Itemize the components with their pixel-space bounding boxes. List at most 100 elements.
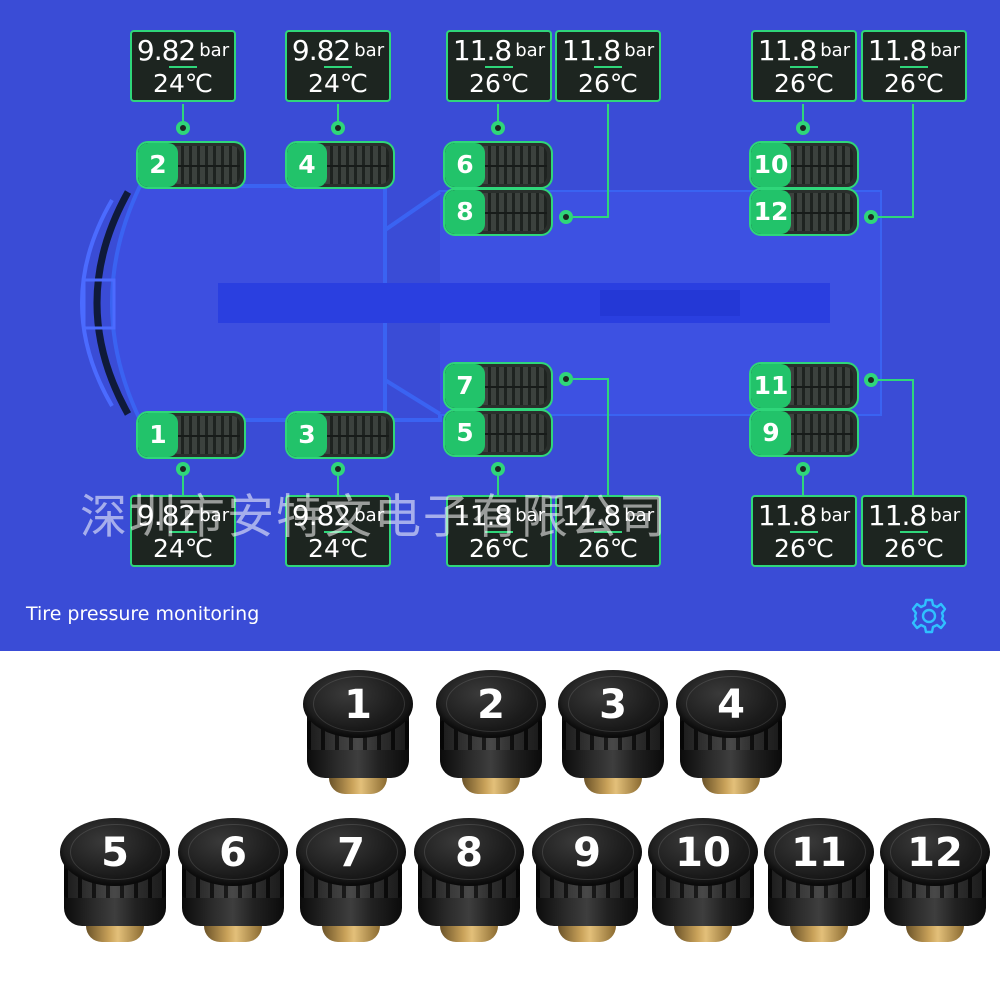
tpms-sensor: 5 [60,818,170,944]
valve-indicator [559,210,573,224]
sensor-number: 7 [337,830,365,876]
tire-3[interactable]: 3 [287,413,393,457]
tire-6[interactable]: 6 [445,143,551,187]
app-title: Tire pressure monitoring [26,603,260,625]
valve-indicator [176,121,190,135]
pressure-value: 11.8 [561,34,621,67]
pressure-unit: bar [354,505,385,526]
pressure-unit: bar [354,40,385,61]
windshield [93,190,132,416]
valve-indicator [559,372,573,386]
temperature-value: 26℃ [884,534,944,563]
tpms-sensor: 10 [648,818,758,944]
pressure-unit: bar [199,40,230,61]
sensor-number: 6 [219,830,247,876]
pressure-value: 11.8 [757,34,817,67]
valve-indicator [176,462,190,476]
tire-number: 1 [138,413,178,457]
sensor-number: 9 [573,830,601,876]
sensor-number: 8 [455,830,483,876]
valve-indicator [491,462,505,476]
tpms-sensor: 9 [532,818,642,944]
tire-8[interactable]: 8 [445,190,551,234]
tire-number: 6 [445,143,485,187]
tire-number: 10 [751,143,791,187]
tire-number: 9 [751,411,791,455]
pressure-value: 11.8 [867,34,927,67]
pressure-unit: bar [624,505,655,526]
valve-indicator [864,210,878,224]
pressure-unit: bar [515,40,546,61]
pressure-value: 11.8 [757,499,817,532]
tire-7[interactable]: 7 [445,364,551,408]
pressure-value: 11.8 [867,499,927,532]
pressure-unit: bar [624,40,655,61]
pressure-value: 9.82 [136,499,196,532]
tpms-sensor: 3 [558,670,668,796]
sensor-number: 11 [791,830,847,876]
pressure-value: 11.8 [452,499,512,532]
windshield-frame [80,198,114,408]
tpms-sensor: 6 [178,818,288,944]
tire-number: 3 [287,413,327,457]
tire-12[interactable]: 12 [751,190,857,234]
tire-5[interactable]: 5 [445,411,551,455]
tpms-sensor: 7 [296,818,406,944]
valve-indicator [796,462,810,476]
sensor-number: 4 [717,682,745,728]
tire-number: 8 [445,190,485,234]
sensor-number: 10 [675,830,731,876]
sensor-number: 1 [344,682,372,728]
temperature-value: 24℃ [308,69,368,98]
tire-11[interactable]: 11 [751,364,857,408]
pressure-value: 9.82 [291,499,351,532]
pressure-unit: bar [930,40,961,61]
sensor-number: 12 [907,830,963,876]
valve-indicator [491,121,505,135]
tire-number: 2 [138,143,178,187]
pressure-value: 9.82 [136,34,196,67]
tire-9[interactable]: 9 [751,411,857,455]
temperature-value: 24℃ [153,69,213,98]
valve-indicator [331,121,345,135]
tpms-sensor: 1 [303,670,413,796]
tire-number: 12 [751,190,791,234]
tire-number: 11 [751,364,791,408]
pressure-value: 9.82 [291,34,351,67]
pressure-unit: bar [820,40,851,61]
sensor-number: 2 [477,682,505,728]
tpms-sensor: 11 [764,818,874,944]
temperature-value: 24℃ [308,534,368,563]
cab-mirror [82,278,116,330]
pressure-value: 11.8 [452,34,512,67]
sensor-number: 5 [101,830,129,876]
tire-10[interactable]: 10 [751,143,857,187]
pressure-unit: bar [199,505,230,526]
gear-icon[interactable] [910,597,948,635]
tpms-sensor: 12 [880,818,990,944]
temperature-value: 26℃ [578,534,638,563]
temperature-value: 26℃ [774,534,834,563]
tire-2[interactable]: 2 [138,143,244,187]
tire-number: 7 [445,364,485,408]
valve-indicator [796,121,810,135]
pressure-value: 11.8 [561,499,621,532]
temperature-value: 26℃ [884,69,944,98]
temperature-value: 26℃ [774,69,834,98]
differential [600,290,740,316]
tire-1[interactable]: 1 [138,413,244,457]
tire-4[interactable]: 4 [287,143,393,187]
